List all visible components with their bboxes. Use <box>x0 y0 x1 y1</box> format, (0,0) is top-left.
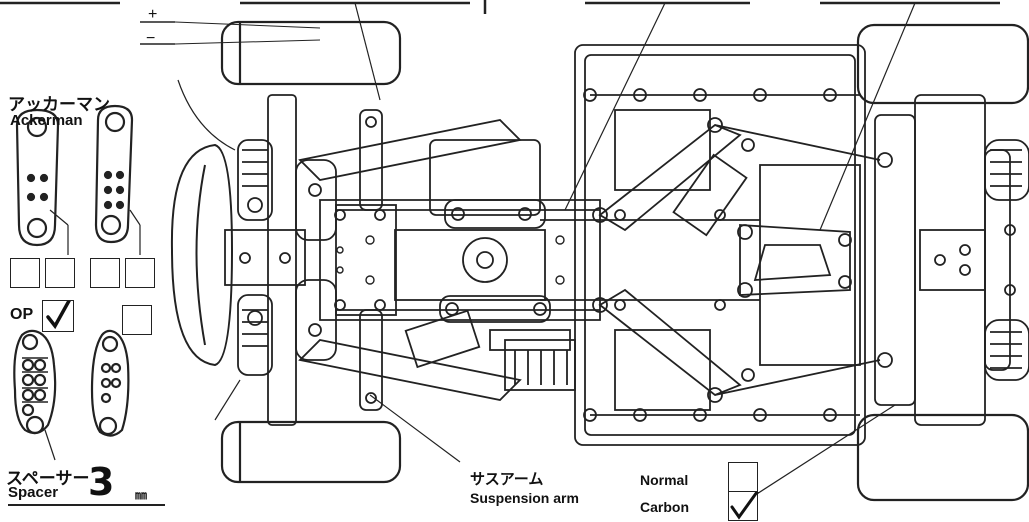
ackerman-title-jp: アッカーマン <box>8 95 110 114</box>
leader-lines <box>214 2 916 509</box>
front-knuckles <box>224 94 306 426</box>
front-tires <box>220 20 402 484</box>
spacer-value[interactable]: 3 <box>88 460 115 504</box>
chassis-plate <box>319 199 760 321</box>
rear-gearbox <box>874 94 1029 426</box>
op-checkbox[interactable] <box>42 300 74 332</box>
header-lines <box>0 0 1000 45</box>
ackerman-plates <box>15 104 141 255</box>
front-arms <box>295 109 522 411</box>
left-divider <box>177 79 236 151</box>
center-electronics <box>394 139 576 391</box>
ackerman-title-en: Ackerman <box>10 112 83 129</box>
ackerman-other-checkbox[interactable] <box>122 305 152 335</box>
spacer-title-jp: スペーサー <box>6 469 90 488</box>
rear-frame <box>574 44 866 446</box>
spacer-plates <box>13 329 130 461</box>
suspension-title-jp: サスアーム <box>470 471 544 488</box>
carbon-checkbox[interactable] <box>728 491 759 521</box>
ackerman-box-4[interactable] <box>125 258 155 288</box>
spacer-title-en: Spacer <box>8 484 59 501</box>
normal-label: Normal <box>640 472 689 488</box>
op-check-icon <box>46 301 71 330</box>
carbon-check-icon <box>730 492 759 520</box>
carbon-label: Carbon <box>640 499 689 515</box>
rear-arms <box>592 117 881 403</box>
normal-checkbox[interactable] <box>728 462 758 492</box>
suspension-title-en: Suspension arm <box>470 490 579 506</box>
chassis-screws <box>336 235 565 285</box>
op-label: OP <box>10 306 34 323</box>
ackerman-box-1[interactable] <box>10 258 40 288</box>
ackerman-box-3[interactable] <box>90 258 120 288</box>
rear-tires <box>856 23 1029 502</box>
minus-mark: − <box>146 30 156 47</box>
plus-mark: + <box>148 6 158 23</box>
rear-deck-plate <box>737 224 852 298</box>
front-bumper <box>170 143 234 367</box>
spacer-unit: ㎜ <box>135 488 148 502</box>
ackerman-box-2[interactable] <box>45 258 75 288</box>
